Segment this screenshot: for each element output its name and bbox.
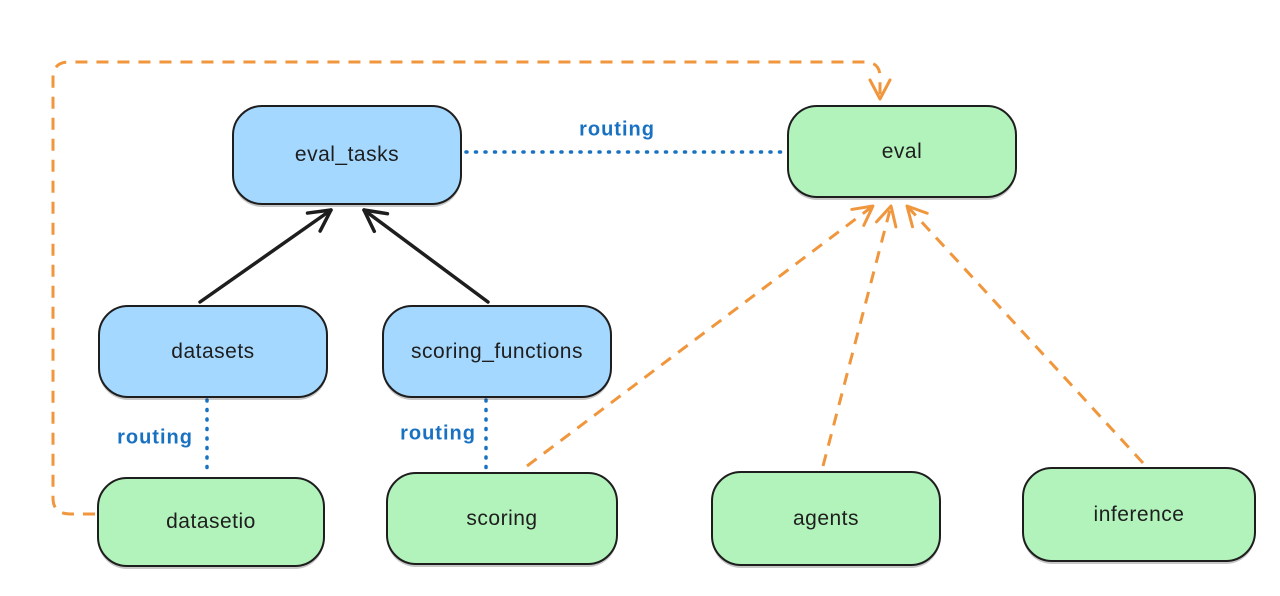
- node-inference: inference: [1022, 467, 1256, 562]
- node-eval_tasks-label: eval_tasks: [294, 143, 400, 166]
- edge-agents-to-eval: [821, 204, 898, 467]
- node-datasetio-label: datasetio: [166, 510, 256, 533]
- node-scoring: scoring: [386, 472, 618, 565]
- edge-label-routing-scoring_functions-scoring: routing: [400, 422, 476, 445]
- edge-datasets-to-eval_tasks: [198, 208, 333, 304]
- node-agents-label: agents: [792, 506, 860, 530]
- edge-label-routing-eval_tasks-eval: routing: [579, 118, 655, 141]
- edge-inference-to-eval: [905, 204, 1145, 465]
- edge-scoring_functions-to-eval_tasks: [362, 208, 490, 304]
- node-datasets: datasets: [98, 305, 328, 398]
- node-inference-label: inference: [1093, 502, 1185, 526]
- node-scoring_functions-label: scoring_functions: [411, 339, 583, 363]
- node-eval_tasks: eval_tasks: [232, 105, 462, 205]
- node-eval-label: eval: [881, 139, 923, 163]
- node-agents: agents: [711, 471, 941, 566]
- edge-label-routing-datasets-datasetio: routing: [117, 426, 193, 449]
- node-eval: eval: [787, 105, 1017, 198]
- node-datasets-label: datasets: [171, 339, 255, 363]
- node-datasetio: datasetio: [97, 477, 325, 567]
- node-scoring_functions: scoring_functions: [382, 305, 612, 398]
- node-scoring-label: scoring: [466, 506, 538, 530]
